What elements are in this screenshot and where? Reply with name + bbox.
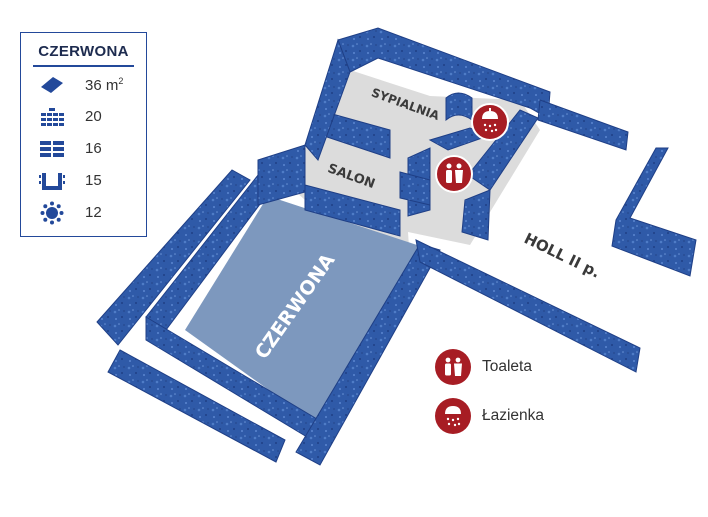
classroom-seating-icon	[35, 139, 69, 159]
wall	[399, 171, 431, 206]
info-value-area: 36 m2	[85, 75, 124, 94]
shower-icon	[471, 103, 509, 141]
banquet-seating-icon	[35, 201, 69, 225]
info-row-u-shape: 15	[21, 165, 146, 197]
theatre-seating-icon	[35, 107, 69, 127]
toilet-icon	[435, 349, 471, 385]
legend-label-shower: Łazienka	[482, 407, 545, 424]
info-value-theatre: 20	[85, 108, 102, 125]
wall	[415, 239, 641, 373]
wall	[257, 144, 306, 206]
info-value-banquet: 12	[85, 204, 102, 221]
wall	[96, 169, 251, 346]
legend-item-shower: Łazienka	[435, 398, 544, 434]
wall	[611, 147, 697, 277]
wall	[461, 189, 491, 241]
shower-icon	[435, 398, 471, 434]
legend-label-toilet: Toaleta	[482, 358, 532, 375]
wall	[304, 38, 351, 161]
floor-czerwona[interactable]	[185, 196, 420, 428]
room-label-hall: HOLL II p.	[521, 229, 603, 281]
toilet-icon	[435, 155, 473, 193]
room-info-title: CZERWONA	[38, 43, 129, 60]
info-row-banquet: 12	[21, 197, 146, 229]
u-shape-seating-icon	[35, 171, 69, 191]
info-row-theatre: 20	[21, 101, 146, 133]
divider	[33, 65, 134, 67]
info-value-classroom: 16	[85, 140, 102, 157]
wall	[304, 184, 401, 237]
area-icon	[35, 75, 69, 95]
info-row-area: 36 m2	[21, 69, 146, 101]
info-row-classroom: 16	[21, 133, 146, 165]
wall	[107, 349, 286, 463]
info-value-u-shape: 15	[85, 172, 102, 189]
legend-item-toilet: Toaleta	[435, 349, 532, 385]
room-info-panel: CZERWONA 36 m2 20 16	[20, 32, 147, 237]
wall	[537, 99, 629, 151]
